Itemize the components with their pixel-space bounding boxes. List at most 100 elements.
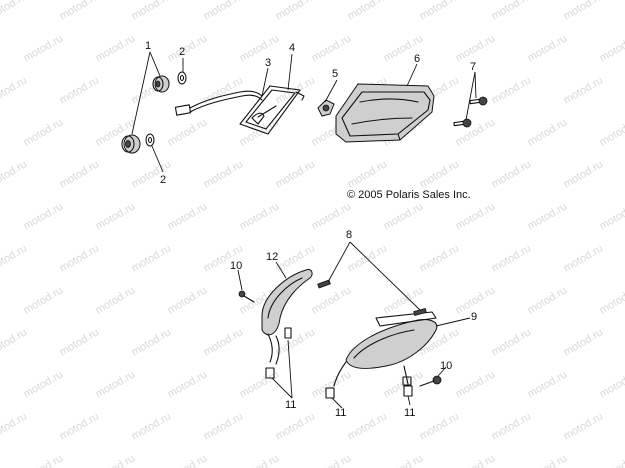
watermark-text: motod.ru [202,74,246,106]
watermark-text: motod.ru [0,74,29,106]
watermark-text: motod.ru [166,116,210,148]
watermark-text: motod.ru [526,200,570,232]
watermark-text: motod.ru [274,326,318,358]
watermark-text: motod.ru [418,242,462,274]
part-11-clip-2 [325,387,335,399]
watermark-text: motod.ru [526,368,570,400]
watermark-text: motod.ru [202,326,246,358]
part-6-tail-lamp-housing [335,83,435,143]
watermark-text: motod.ru [562,410,606,442]
watermark-text: motod.ru [0,326,29,358]
watermark-text: motod.ru [526,284,570,316]
callout-7: 7 [470,61,476,73]
callout-2-lower: 2 [160,174,166,186]
watermark-text: motod.ru [418,158,462,190]
watermark-text: motod.ru [0,242,29,274]
watermark-text: motod.ru [526,452,570,468]
watermark-text: motod.ru [454,200,498,232]
watermark-text: motod.ru [238,452,282,468]
watermark-text: motod.ru [490,0,534,23]
callout-6: 6 [414,53,420,65]
part-2-washer-lower [145,133,155,147]
watermark-text: motod.ru [490,410,534,442]
callout-3: 3 [265,57,271,69]
watermark-text: motod.ru [130,0,174,23]
callouts: 1 2 2 3 4 5 6 7 8 9 10 10 11 11 11 12 [145,40,477,419]
watermark-text: motod.ru [22,32,66,64]
part-2-washer-upper [177,71,187,85]
callout-11-right: 11 [404,407,415,419]
watermark-text: motod.ru [490,242,534,274]
watermark-text: motod.ru [22,452,66,468]
watermark-text: motod.ru [310,200,354,232]
watermark-text: motod.ru [238,116,282,148]
watermark-text: motod.ru [94,452,138,468]
watermark-text: motod.ru [58,0,102,23]
watermark-text: motod.ru [166,452,210,468]
callout-5: 5 [332,68,338,80]
watermark-text: motod.ru [94,284,138,316]
watermark-text: motod.ru [418,0,462,23]
part-7-screw-lower [453,118,472,128]
watermark-text: motod.ru [274,410,318,442]
part-10-bolt-left [238,290,255,303]
watermark-text: motod.ru [598,368,625,400]
watermark-text: motod.ru [454,452,498,468]
part-12-marker-light-left [261,269,313,365]
watermark-text: motod.ru [562,326,606,358]
watermark-text: motod.ru [382,200,426,232]
watermark-text: motod.ru [238,368,282,400]
watermark-text: motod.ru [526,32,570,64]
part-3-wire-harness [174,90,263,116]
watermark-text: motod.ru [598,284,625,316]
watermark-text: motod.ru [562,242,606,274]
callout-11-left: 11 [285,399,296,411]
watermark-text: motod.ru [202,0,246,23]
callout-12: 12 [266,251,278,263]
part-5-bulb [317,99,335,117]
part-1-grommet-upper [152,75,170,93]
watermark-text: motod.ru [130,242,174,274]
watermark-text: motod.ru [238,200,282,232]
watermark-text: motod.ru [22,200,66,232]
watermark-text: motod.ru [274,158,318,190]
watermark-text: motod.ru [310,368,354,400]
watermark-text: motod.ru [346,158,390,190]
watermark-text: motod.ru [490,74,534,106]
watermark-text: motod.ru [22,284,66,316]
watermark-text: motod.ru [202,410,246,442]
watermark-text: motod.ru [526,116,570,148]
watermark-text: motod.ru [562,158,606,190]
watermark-text: motod.ru [0,410,29,442]
watermark-text: motod.ru [166,200,210,232]
watermark-text: motod.ru [310,452,354,468]
watermark-text: motod.ru [490,158,534,190]
watermark-text: motod.ru [58,74,102,106]
callout-1: 1 [145,40,151,52]
watermark-text: motod.ru [454,32,498,64]
watermark-text: motod.ru [598,452,625,468]
callout-2-upper: 2 [179,46,185,58]
watermark-text: motod.ru [346,410,390,442]
part-11-clip-1 [265,367,275,379]
part-1-grommet-lower [121,134,141,154]
watermark-text: motod.ru [598,32,625,64]
watermark-text: motod.ru [94,32,138,64]
watermark-text: motod.ru [346,0,390,23]
watermark-text: motod.ru [130,158,174,190]
watermark-text: motod.ru [94,200,138,232]
callout-10-right: 10 [440,360,452,372]
watermark-text: motod.ru [562,0,606,23]
watermark-text: motod.ru [130,410,174,442]
callout-9: 9 [471,311,477,323]
watermark-text: motod.ru [166,284,210,316]
watermark-text: motod.ru [58,326,102,358]
watermark-text: motod.ru [418,410,462,442]
watermark-text: motod.ru [22,116,66,148]
part-7-screw-upper [469,96,488,106]
copyright-text: © 2005 Polaris Sales Inc. [347,189,471,201]
callout-8: 8 [346,229,352,241]
watermark-text: motod.ru [562,74,606,106]
